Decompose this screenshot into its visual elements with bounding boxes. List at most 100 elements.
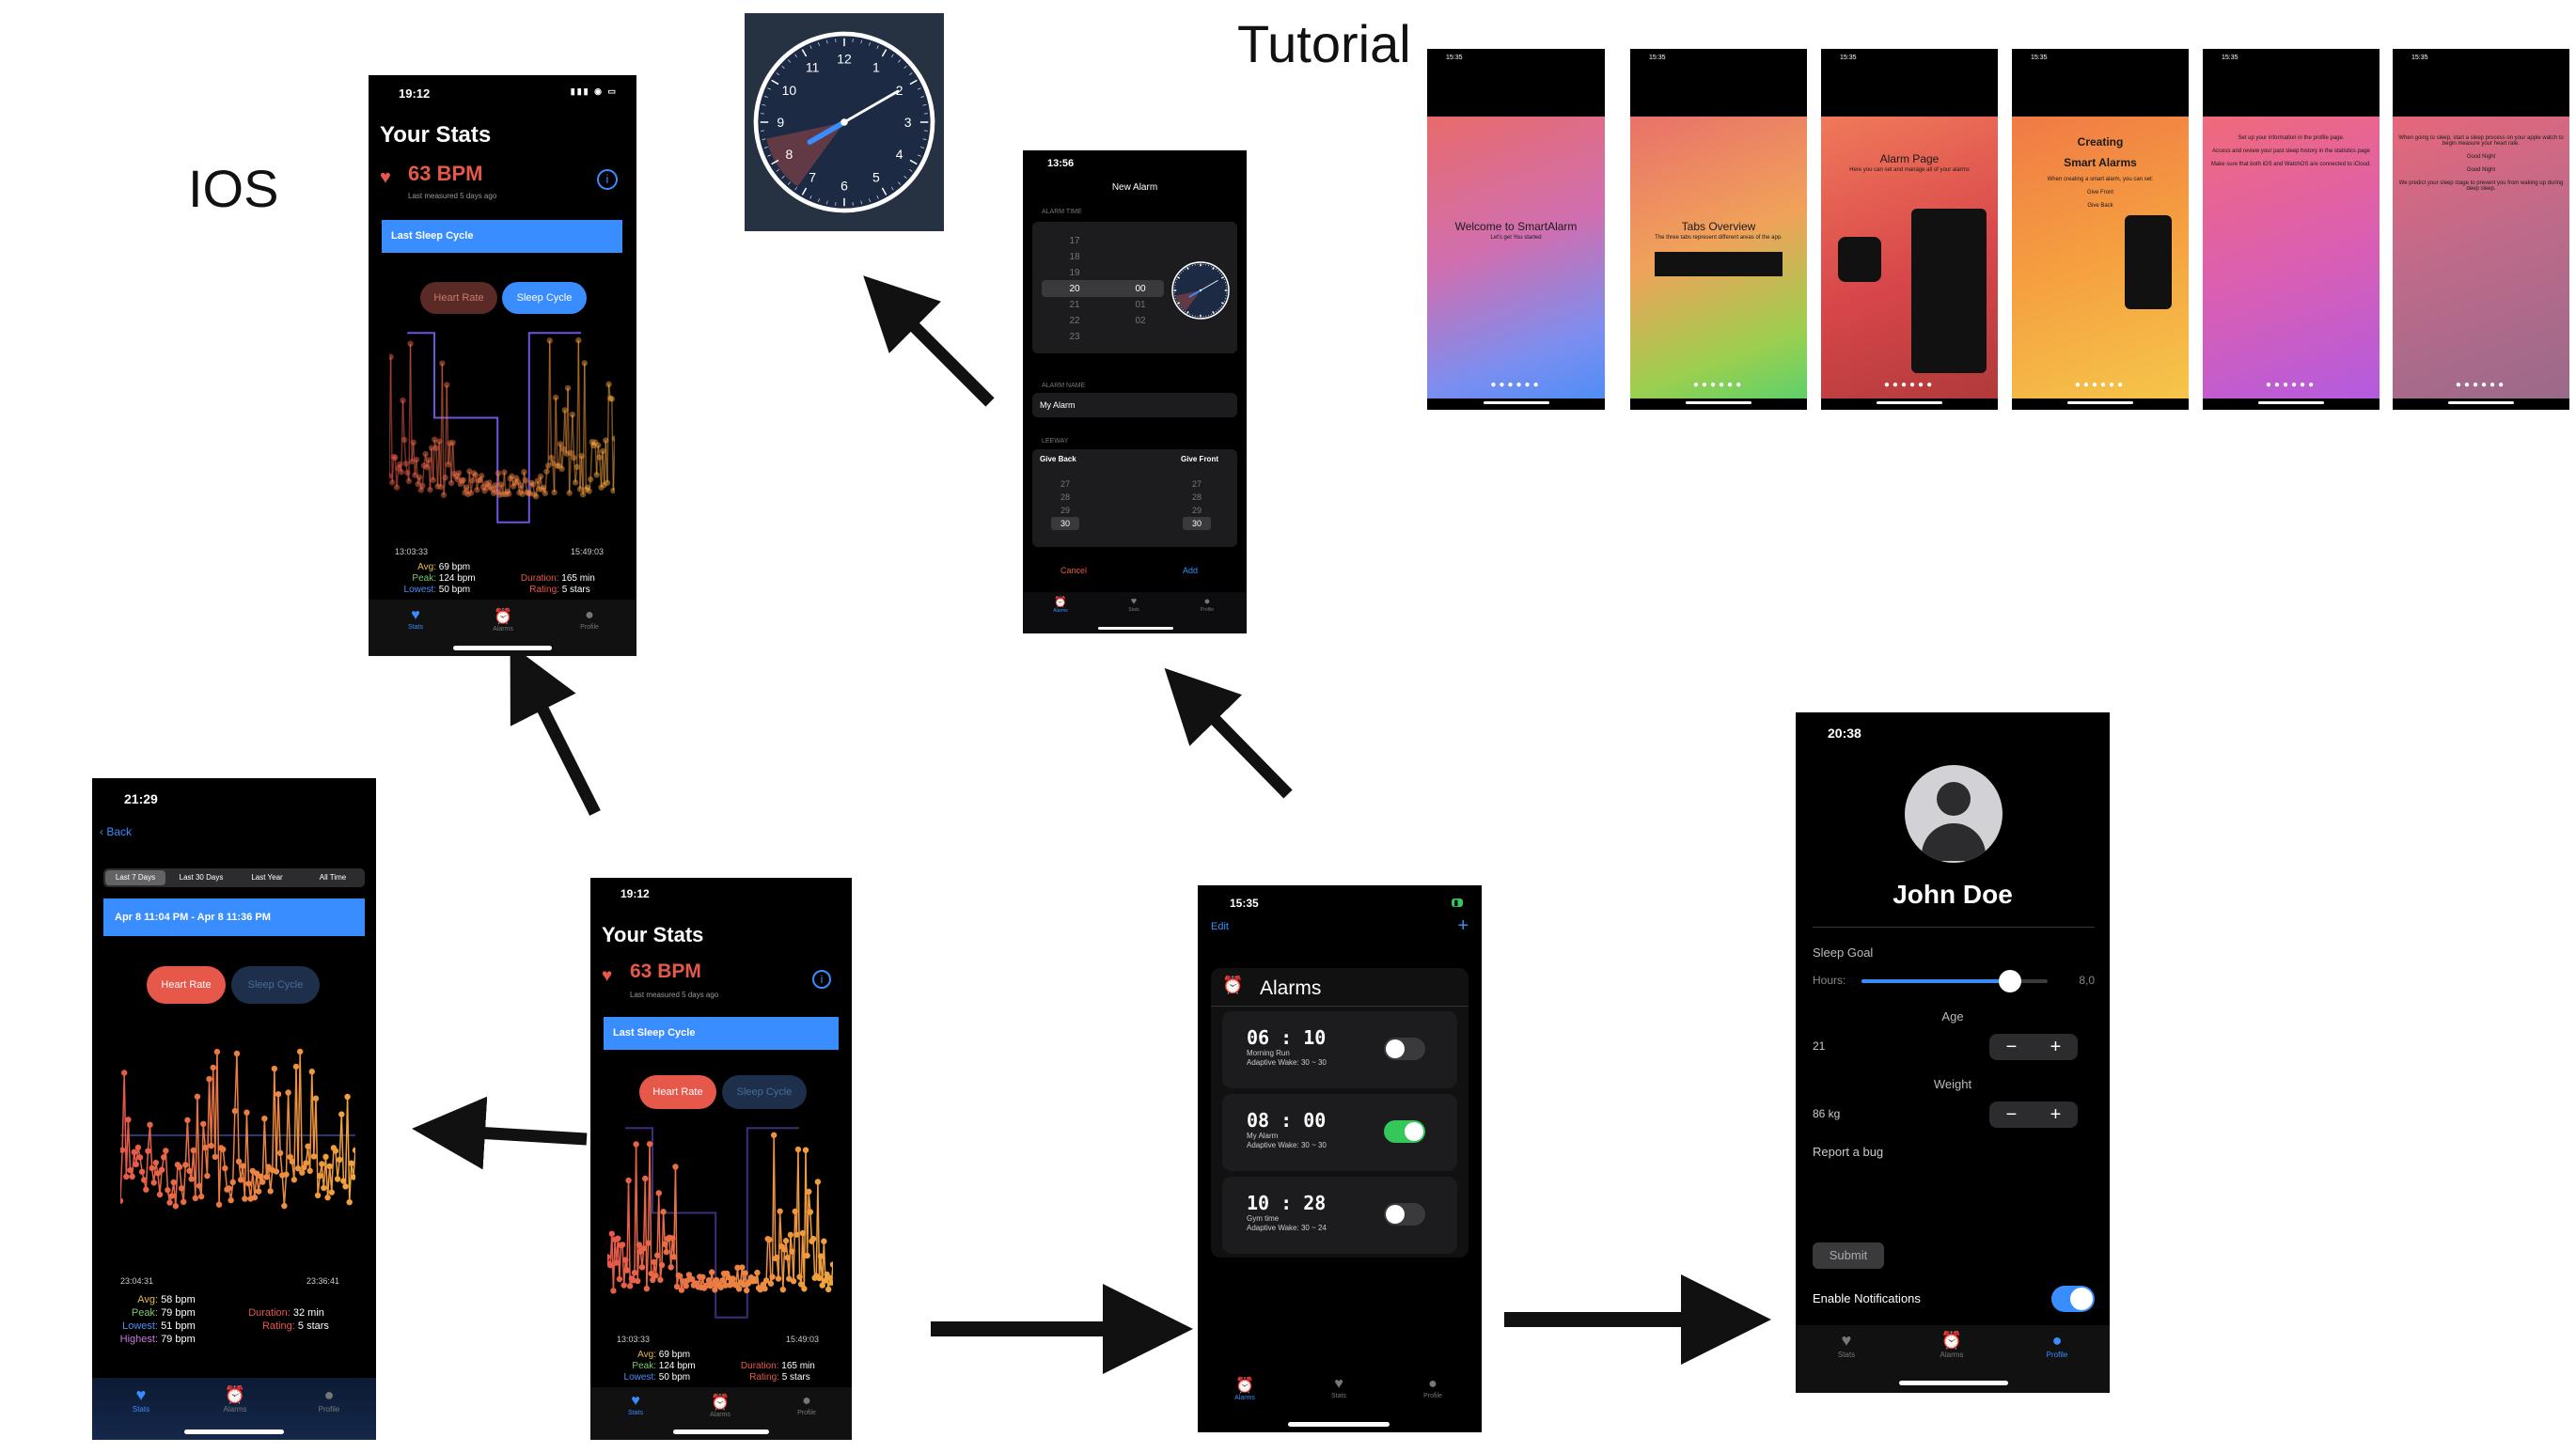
heart-rate-toggle[interactable]: Heart Rate [147, 966, 226, 1004]
tab-alarms[interactable]: ⏰Alarms [1234, 1378, 1255, 1401]
alarm-toggle[interactable] [1384, 1038, 1425, 1060]
tab-stats[interactable]: ♥Stats [387, 607, 444, 631]
segment-all-time[interactable]: All Time [319, 873, 347, 882]
info-icon[interactable]: i [812, 970, 831, 989]
clock-tick [776, 169, 779, 172]
tutorial-panel[interactable]: When going to sleep, start a sleep proce… [2393, 117, 2569, 398]
alarm-toggle[interactable] [1384, 1120, 1425, 1143]
heart-rate-point [145, 1148, 151, 1154]
weight-stepper[interactable]: −+ [1989, 1101, 2078, 1128]
heart-rate-point [259, 1179, 266, 1185]
notifications-toggle[interactable] [2051, 1286, 2095, 1312]
heart-rate-segment [285, 1092, 290, 1175]
tab-alarms[interactable]: ⏰Alarms [1053, 597, 1068, 614]
status-time: 19:12 [399, 86, 431, 101]
tab-profile[interactable]: ●Profile [2046, 1331, 2068, 1359]
sleep-cycle-bar[interactable]: Last Sleep Cycle [382, 220, 622, 253]
tab-alarms[interactable]: ⏰Alarms [223, 1385, 247, 1414]
sleep-cycle-toggle[interactable]: Sleep Cycle [231, 966, 320, 1004]
cancel-button[interactable]: Cancel [1060, 566, 1088, 575]
tab-alarms[interactable]: ⏰Alarms [475, 607, 531, 633]
edit-button[interactable]: Edit [1211, 921, 1229, 932]
heart-rate-point [208, 1142, 214, 1149]
tab-profile[interactable]: ●Profile [1423, 1376, 1442, 1399]
tab-profile[interactable]: ●Profile [561, 607, 618, 631]
alarm-name-input[interactable]: My Alarm [1032, 393, 1237, 417]
submit-button[interactable]: Submit [1813, 1242, 1884, 1269]
heart-rate-segment [567, 387, 571, 493]
add-button[interactable]: Add [1183, 566, 1199, 575]
age-value: 21 [1813, 1039, 1826, 1053]
sleep-cycle-bar[interactable]: Last Sleep Cycle [604, 1017, 839, 1050]
tab-alarms[interactable]: ⏰Alarms [710, 1395, 730, 1418]
tab-alarms[interactable]: ⏰Alarms [1940, 1331, 1964, 1359]
clock-tick [1186, 310, 1189, 315]
heart-rate-point [673, 1283, 681, 1290]
add-alarm-button[interactable]: + [1457, 915, 1469, 936]
heart-rate-point [188, 1176, 195, 1182]
tab-stats[interactable]: ♥Stats [1128, 596, 1139, 613]
sleep-cycle-toggle[interactable]: Sleep Cycle [722, 1075, 807, 1109]
heart-rate-toggle[interactable]: Heart Rate [420, 282, 497, 314]
tutorial-panel[interactable]: Set up your information in the profile p… [2203, 117, 2380, 398]
heart-rate-point [273, 1168, 280, 1175]
heart-rate-segment [326, 1165, 331, 1198]
tab-profile[interactable]: ●Profile [1200, 596, 1215, 613]
heart-rate-point [319, 1161, 325, 1167]
clock-tick [762, 138, 766, 140]
heart-rate-point [154, 1170, 162, 1177]
heart-rate-point [814, 1179, 822, 1185]
weight-label: Weight [1933, 1077, 1972, 1091]
tab-stats[interactable]: ♥Stats [1837, 1331, 1856, 1359]
heart-rate-toggle[interactable]: Heart Rate [639, 1075, 716, 1109]
date-range-bar[interactable]: Apr 8 11:04 PM - Apr 8 11:36 PM [103, 898, 365, 936]
tab-stats[interactable]: ♥Stats [1331, 1376, 1346, 1399]
age-stepper[interactable]: −+ [1989, 1034, 2078, 1060]
clock-tick [922, 138, 927, 140]
heart-rate-point [231, 1107, 239, 1115]
heart-rate-segment [236, 1053, 240, 1162]
slider-knob[interactable] [1999, 970, 2022, 992]
tab-profile[interactable]: ●Profile [318, 1385, 340, 1414]
heart-rate-point [552, 394, 559, 401]
heart-rate-point [541, 484, 547, 492]
tab-stats[interactable]: ♥Stats [132, 1385, 150, 1414]
heart-rate-point [463, 484, 470, 491]
heart-rate-point [625, 1177, 632, 1184]
info-icon[interactable]: i [597, 169, 618, 190]
segment-year[interactable]: Last Year [251, 873, 283, 882]
avatar[interactable] [1905, 765, 2003, 863]
heart-rate-point [571, 454, 577, 461]
hours-slider[interactable] [1861, 970, 2048, 992]
segment-30-days[interactable]: Last 30 Days [179, 873, 224, 882]
heart-rate-point [604, 479, 611, 486]
segment-7-days[interactable]: Last 7 Days [105, 870, 165, 885]
heart-rate-segment [287, 1092, 291, 1158]
tab-stats[interactable]: ♥Stats [628, 1393, 643, 1416]
heart-rate-segment [817, 1181, 821, 1279]
heart-rate-point [816, 1274, 823, 1282]
back-button[interactable]: ‹ Back [100, 825, 133, 838]
leeway-wedge [1175, 290, 1201, 311]
range-segmented-control[interactable]: Last 7 Days Last 30 Days Last Year All T… [103, 868, 365, 887]
heart-rate-segment [649, 1144, 652, 1274]
heart-icon: ♥ [411, 607, 420, 623]
heart-rate-point [172, 1203, 180, 1210]
sleep-cycle-toggle[interactable]: Sleep Cycle [502, 282, 587, 314]
heart-rate-segment [584, 363, 588, 490]
alarm-toggle[interactable] [1384, 1203, 1425, 1226]
tab-profile[interactable]: ●Profile [797, 1393, 816, 1416]
